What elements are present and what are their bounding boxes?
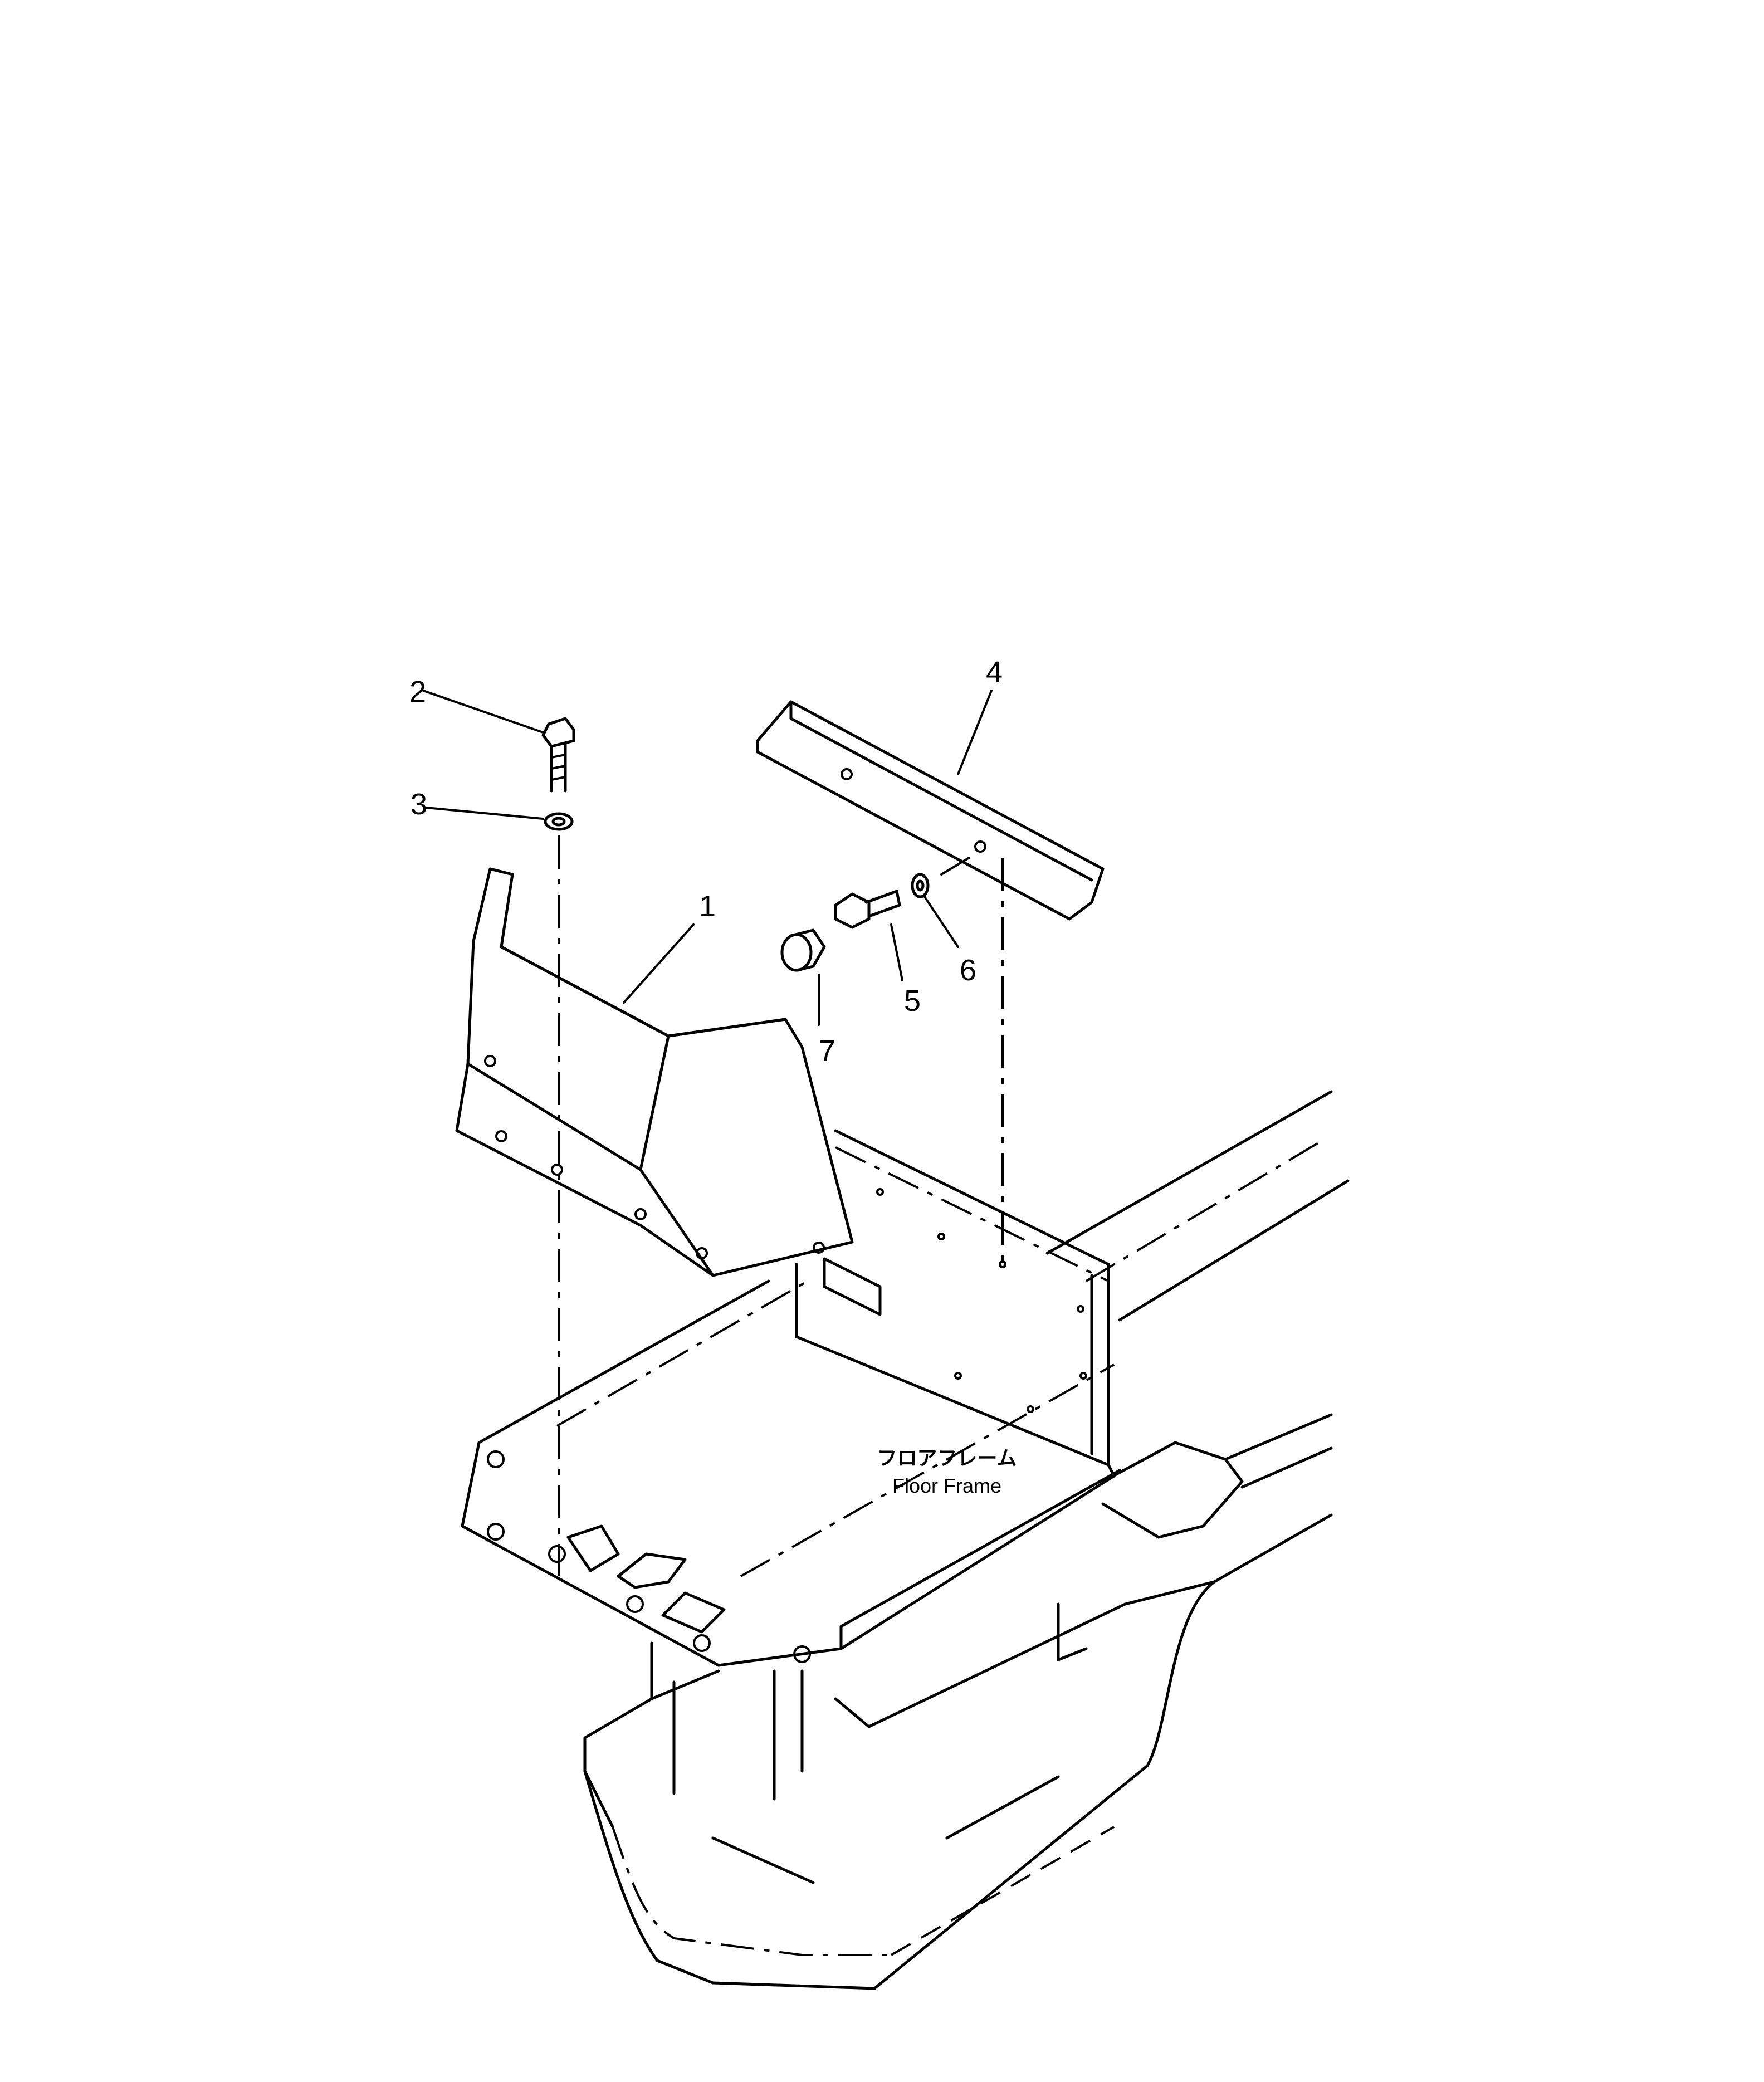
cover-part-1 (455, 867, 854, 1277)
cap-part-7 (780, 928, 826, 972)
bar-part-4 (756, 700, 1105, 921)
bolt-part-2 (541, 717, 575, 793)
callout-7: 7 (819, 1034, 835, 1068)
washer-part-3 (544, 812, 574, 831)
callout-5: 5 (904, 984, 921, 1018)
callout-4: 4 (986, 656, 1003, 689)
floor-frame-label-jp: フロアフレーム (877, 1446, 1017, 1469)
floor-frame-label-en: Floor Frame (892, 1474, 1001, 1497)
leader-lines (422, 690, 993, 1026)
washer-part-6 (911, 873, 930, 898)
bolt-part-5 (834, 890, 901, 929)
floor-frame (461, 1090, 1350, 1990)
callout-1: 1 (699, 890, 716, 923)
callout-2: 2 (409, 675, 426, 708)
leader-washer-6 (940, 857, 970, 876)
callout-3: 3 (411, 788, 427, 821)
callout-6: 6 (960, 954, 976, 987)
